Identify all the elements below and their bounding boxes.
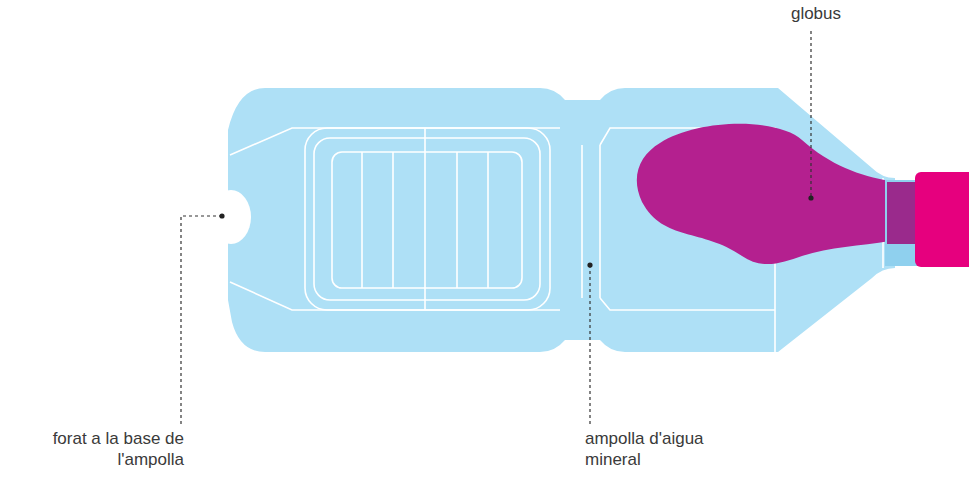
balloon-neck: [887, 182, 915, 244]
bottle-hole: [211, 190, 251, 244]
bottle-cap: [915, 172, 969, 267]
balloon: [637, 124, 890, 264]
leader-lines: [181, 30, 811, 425]
bottle-neck: [885, 180, 917, 266]
leader-dots: [219, 195, 813, 267]
part-label: ampolla d'aigua mineral: [583, 428, 747, 470]
part-label: forat a la base de l'ampolla: [42, 428, 186, 470]
bottle-body: [228, 88, 895, 352]
part-label: globus: [779, 3, 853, 24]
